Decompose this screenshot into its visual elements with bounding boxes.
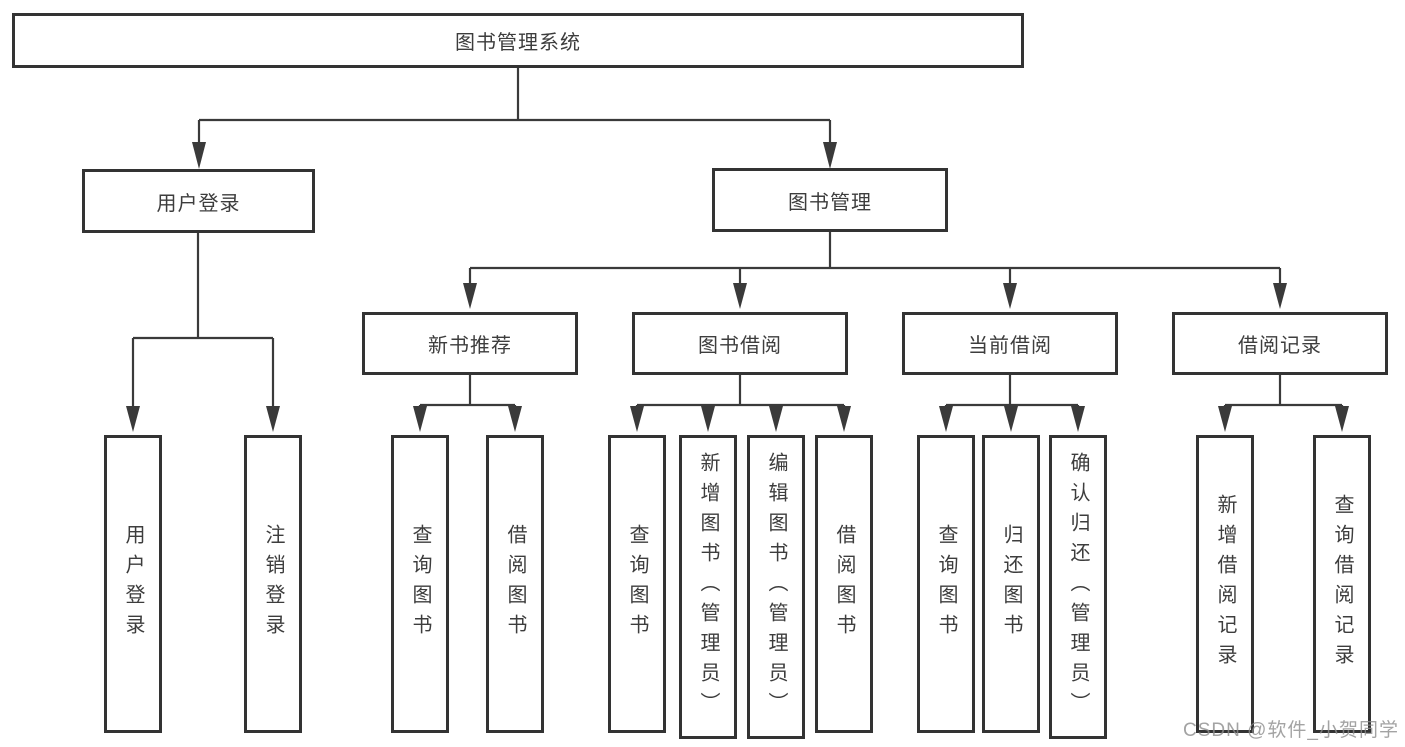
leaf-user-login: 用户登录 (104, 435, 162, 733)
connector-current-borrow (944, 374, 1080, 408)
node-root-label: 图书管理系统 (455, 32, 581, 54)
leaf-borrow-books-borrow-label: 借阅图书 (833, 524, 855, 644)
arrow-icon (1071, 406, 1085, 432)
arrow-icon (266, 406, 280, 432)
arrow-icon (126, 406, 140, 432)
node-new-book-recommend-label: 新书推荐 (428, 335, 512, 357)
leaf-edit-book-admin: 编辑图书（管理员） (747, 435, 805, 739)
csdn-watermark: CSDN @软件_小贺同学 (1183, 720, 1399, 741)
leaf-logout: 注销登录 (244, 435, 302, 733)
arrow-icon (1273, 283, 1287, 309)
node-user-login-label: 用户登录 (156, 192, 241, 215)
arrow-icon (1335, 406, 1349, 432)
leaf-query-books-current: 查询图书 (917, 435, 975, 733)
leaf-add-borrow-record: 新增借阅记录 (1196, 435, 1254, 733)
leaf-add-borrow-record-label: 新增借阅记录 (1214, 494, 1236, 674)
leaf-add-book-admin: 新增图书（管理员） (679, 435, 737, 739)
arrow-icon (837, 406, 851, 432)
arrow-icon (1218, 406, 1232, 432)
leaf-borrow-books-borrow: 借阅图书 (815, 435, 873, 733)
node-user-login: 用户登录 (82, 169, 315, 233)
node-root: 图书管理系统 (12, 13, 1024, 68)
leaf-query-borrow-record: 查询借阅记录 (1313, 435, 1371, 733)
arrow-icon (413, 406, 427, 432)
connector-borrow-records (1223, 374, 1344, 408)
leaf-logout-label: 注销登录 (262, 524, 284, 644)
leaf-query-books-recommend: 查询图书 (391, 435, 449, 733)
leaf-query-books-borrow: 查询图书 (608, 435, 666, 733)
node-current-borrow-label: 当前借阅 (968, 335, 1052, 357)
connector-user-login (131, 232, 275, 408)
leaf-user-login-label: 用户登录 (122, 524, 144, 644)
arrow-icon (733, 283, 747, 309)
arrow-icon (769, 406, 783, 432)
arrow-icon (701, 406, 715, 432)
leaf-confirm-return-admin-label: 确认归还（管理员） (1067, 452, 1089, 722)
leaf-query-borrow-record-label: 查询借阅记录 (1331, 494, 1353, 674)
leaf-query-books-current-label: 查询图书 (935, 524, 957, 644)
node-borrow-records: 借阅记录 (1172, 312, 1388, 375)
connector-root (197, 68, 832, 145)
node-borrow-records-label: 借阅记录 (1238, 335, 1322, 357)
leaf-return-book-label: 归还图书 (1000, 524, 1022, 644)
arrow-icon (630, 406, 644, 432)
leaf-edit-book-admin-label: 编辑图书（管理员） (765, 452, 787, 722)
node-new-book-recommend: 新书推荐 (362, 312, 578, 375)
leaf-query-books-recommend-label: 查询图书 (409, 524, 431, 644)
node-book-management: 图书管理 (712, 168, 948, 232)
node-book-management-label: 图书管理 (788, 191, 872, 214)
leaf-add-book-admin-label: 新增图书（管理员） (697, 452, 719, 722)
connector-book-management (468, 232, 1282, 287)
leaf-borrow-books-recommend-label: 借阅图书 (504, 524, 526, 644)
node-book-borrow-label: 图书借阅 (698, 335, 782, 357)
leaf-confirm-return-admin: 确认归还（管理员） (1049, 435, 1107, 739)
arrow-icon (463, 283, 477, 309)
arrow-icon (192, 142, 206, 169)
arrow-icon (823, 142, 837, 169)
connector-book-borrow (635, 374, 846, 408)
arrow-icon (939, 406, 953, 432)
node-current-borrow: 当前借阅 (902, 312, 1118, 375)
leaf-return-book: 归还图书 (982, 435, 1040, 733)
leaf-borrow-books-recommend: 借阅图书 (486, 435, 544, 733)
arrow-icon (1003, 283, 1017, 309)
node-book-borrow: 图书借阅 (632, 312, 848, 375)
leaf-query-books-borrow-label: 查询图书 (626, 524, 648, 644)
arrow-icon (1004, 406, 1018, 432)
connector-new-book (418, 374, 517, 408)
arrow-icon (508, 406, 522, 432)
